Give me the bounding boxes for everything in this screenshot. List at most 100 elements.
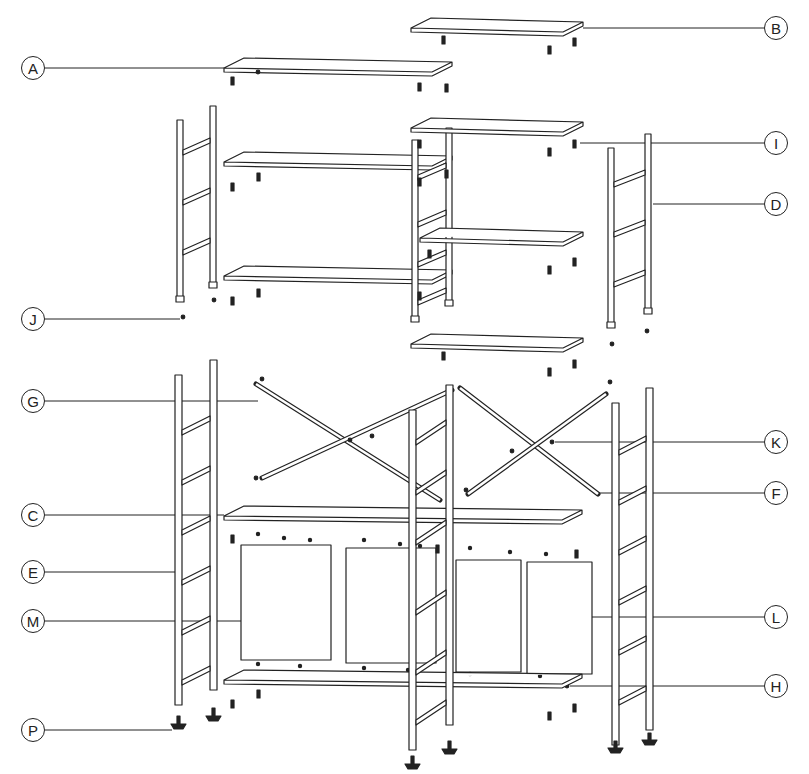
side-frame [612,388,653,745]
screw [256,70,260,74]
screw [231,77,234,85]
back-panel [456,560,521,672]
shelf-panel [224,506,582,688]
middle-frame [416,700,446,725]
cross-brace [256,384,606,500]
leveling-foot [642,740,657,745]
screw [181,36,649,376]
callout-letter: I [774,136,778,151]
cross-brace [262,390,452,478]
middle-frame [416,470,446,495]
back-panel [527,562,592,674]
callout-circle: H [764,674,788,698]
leveling-foot [206,716,221,721]
leader-line [45,68,224,69]
screw [362,538,365,541]
side-frame [607,134,652,328]
screw [231,535,234,543]
middle-frame [416,650,446,675]
screw [398,542,401,545]
screw [181,315,185,319]
callout-letter: L [772,610,780,625]
cross-brace [262,390,452,478]
screw [257,690,260,698]
screw [256,662,259,665]
callout-circle: C [21,503,45,527]
middle-frame [446,385,453,725]
middle-frame [418,210,446,227]
middle-frame [416,520,446,545]
screw [468,546,471,549]
middle-frame [409,385,453,750]
side-frame [182,666,210,685]
side-frame [182,516,210,535]
leader-line [45,515,224,516]
screw [257,173,260,181]
screw [445,170,448,178]
side-frame [209,282,217,288]
screw [548,46,551,54]
shelf-panel [224,506,582,524]
screw [548,148,551,156]
callout-letter: K [771,435,781,450]
screw [510,449,514,453]
callout-letter: D [771,197,782,212]
side-frame [177,120,183,300]
screw [610,342,614,346]
leader-line [583,28,764,29]
screw [212,298,216,302]
screw [418,83,421,91]
screw [573,360,576,368]
screw [231,183,234,191]
screw [231,532,578,720]
callout-letter: J [29,312,37,327]
side-frame [175,375,182,705]
shelf-panel [411,18,583,352]
screw [573,38,576,46]
middle-frame [416,420,446,445]
side-frame [182,466,210,485]
shelf-panel [420,228,583,246]
middle-frame [446,128,452,303]
leader-line [555,442,764,443]
middle-frame [418,288,446,305]
screw [442,352,445,360]
side-frame [176,106,217,302]
screw [231,297,234,305]
leveling-foot [614,741,617,748]
side-frame [619,436,646,455]
screw [445,84,448,92]
leader-line [45,572,176,573]
cross-brace [468,394,606,494]
leader-line [570,686,764,687]
screw [257,289,260,297]
middle-frame [418,163,446,180]
callout-letter: P [28,723,38,738]
side-frame [619,686,646,705]
leveling-foot [411,756,414,764]
screw [608,380,612,384]
side-frame [607,322,615,328]
leveling-foot [405,764,420,769]
screw [548,266,551,274]
cross-brace [460,388,598,494]
screw [418,544,421,547]
screw [418,178,421,186]
screw [538,674,541,677]
screw [298,664,301,667]
callout-letter: M [27,614,40,629]
middle-frame [416,590,446,615]
side-frame [608,148,614,326]
side-frame [614,170,645,187]
callout-circle: J [21,307,45,331]
callout-circle: D [764,192,788,216]
screw [436,545,439,553]
screw [254,377,612,492]
leveling-foot [177,716,180,724]
side-frame [619,536,646,555]
screw [260,377,264,381]
middle-frame [412,140,418,320]
side-frame [614,220,645,237]
